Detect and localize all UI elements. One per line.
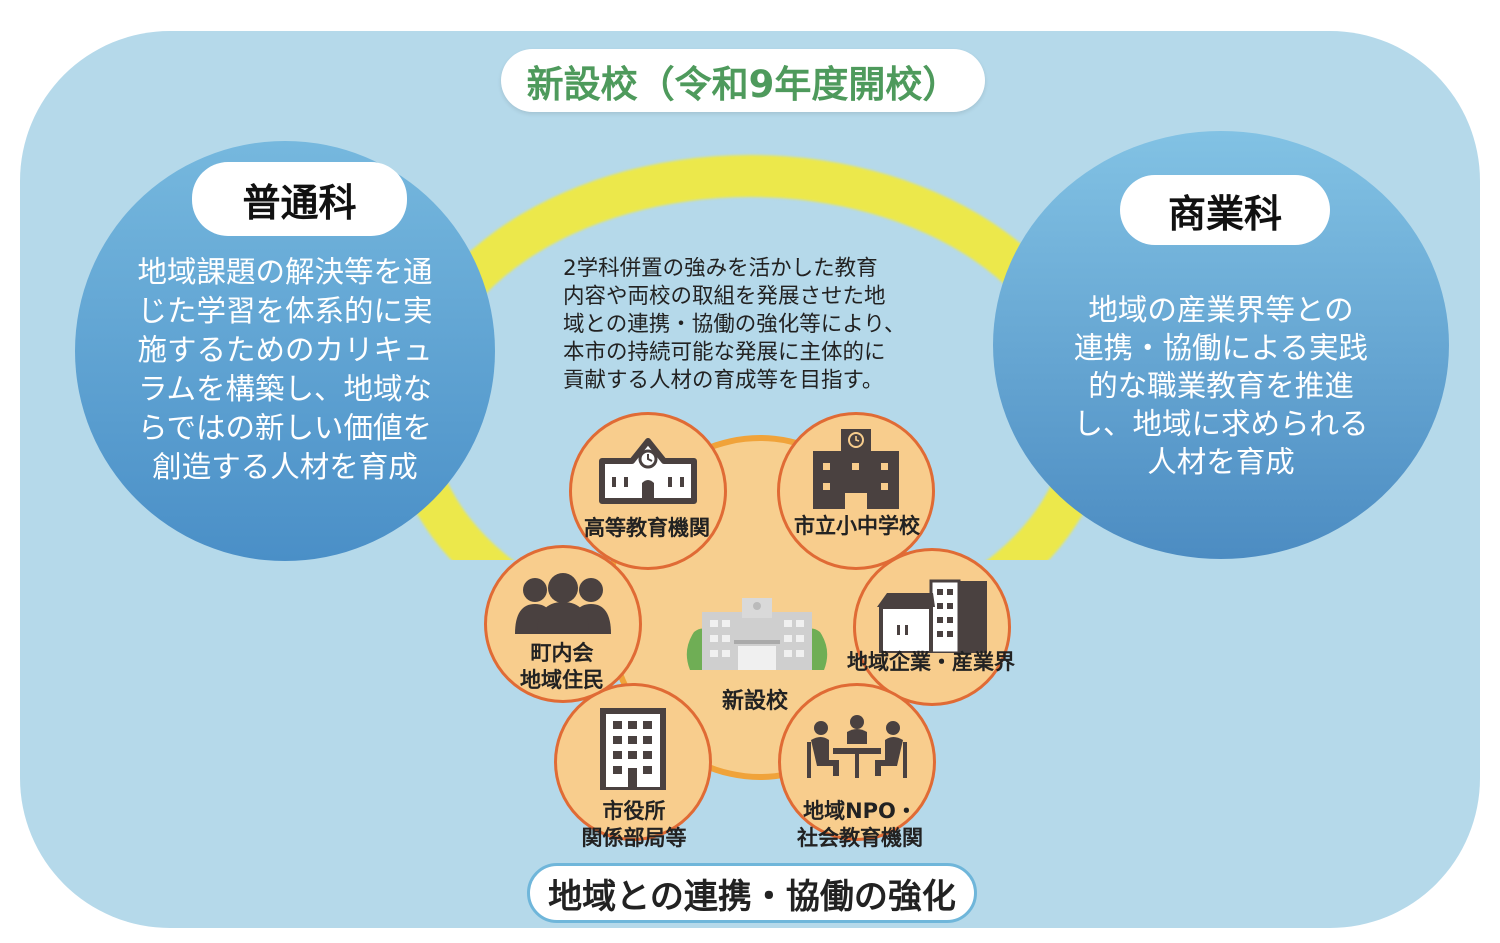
school-building-icon bbox=[686, 598, 828, 670]
office-building-icon bbox=[600, 708, 666, 790]
shop-and-office-icon bbox=[877, 579, 987, 653]
partner-city-schools: 市立小中学校 bbox=[777, 412, 935, 570]
desc-line: 地域課題の解決等を通 bbox=[137, 255, 433, 289]
people-group-icon bbox=[515, 573, 611, 634]
statement-line: 本市の持続可能な発展に主体的に bbox=[563, 340, 886, 365]
partner-label-line: 地域NPO・ bbox=[803, 799, 917, 823]
general-course-circle: 普通科 地域課題の解決等を通 じた学習を体系的に実 施するためのカリキュ ラムを… bbox=[75, 141, 495, 561]
partner-higher-education: 高等教育機関 bbox=[569, 412, 727, 570]
partner-local-industry: 地域企業・産業界 bbox=[847, 548, 1015, 706]
statement-line: 2学科併置の強みを活かした教育 bbox=[563, 256, 878, 281]
desc-line: じた学習を体系的に実 bbox=[137, 294, 433, 328]
partner-label-line: 地域住民 bbox=[520, 668, 604, 692]
desc-line: し、地域に求められる bbox=[1073, 407, 1369, 441]
partner-label: 高等教育機関 bbox=[584, 516, 710, 540]
commerce-course-circle: 商業科 地域の産業界等との 連携・協働による実践 的な職業教育を推進 し、地域に… bbox=[993, 131, 1449, 559]
partner-label: 地域NPO・ 社会教育機関 bbox=[771, 798, 949, 852]
statement-line: 域との連携・協働の強化等により、 bbox=[563, 312, 906, 337]
page-title: 新設校（令和9年度開校） bbox=[501, 49, 985, 112]
footer-banner: 地域との連携・協働の強化 bbox=[527, 863, 977, 923]
partner-label: 市役所 関係部局等 bbox=[553, 798, 715, 852]
meeting-table-icon bbox=[807, 715, 907, 778]
partner-label: 地域企業・産業界 bbox=[847, 650, 1015, 674]
desc-line: 的な職業教育を推進 bbox=[1088, 369, 1354, 403]
desc-line: 地域の産業界等との bbox=[1088, 293, 1354, 327]
commerce-course-description: 地域の産業界等との 連携・協働による実践 的な職業教育を推進 し、地域に求められ… bbox=[993, 291, 1449, 481]
partner-label-line: 町内会 bbox=[530, 641, 594, 665]
partner-city-hall: 市役所 関係部局等 bbox=[554, 683, 712, 850]
desc-line: 施するためのカリキュ bbox=[137, 333, 433, 367]
general-course-title: 普通科 bbox=[192, 162, 407, 236]
partner-label-line: 関係部局等 bbox=[581, 826, 687, 850]
partner-label-line: 社会教育機関 bbox=[797, 826, 923, 850]
statement-line: 内容や両校の取組を発展させた地 bbox=[563, 284, 886, 309]
university-icon bbox=[599, 438, 697, 504]
partner-neighborhood-residents: 町内会 地域住民 bbox=[484, 545, 642, 703]
statement-line: 貢献する人材の育成等を目指す。 bbox=[563, 368, 884, 393]
desc-line: 創造する人材を育成 bbox=[152, 450, 418, 484]
general-course-description: 地域課題の解決等を通 じた学習を体系的に実 施するためのカリキュ ラムを構築し、… bbox=[75, 253, 495, 487]
partner-label: 町内会 地域住民 bbox=[487, 640, 637, 694]
center-statement: 2学科併置の強みを活かした教育 内容や両校の取組を発展させた地 域との連携・協働… bbox=[563, 255, 943, 395]
desc-line: ラムを構築し、地域な bbox=[137, 372, 433, 406]
partner-label-line: 市役所 bbox=[602, 799, 666, 823]
desc-line: らではの新しい価値を bbox=[137, 411, 433, 445]
commerce-course-title: 商業科 bbox=[1120, 175, 1330, 245]
desc-line: 連携・協働による実践 bbox=[1073, 331, 1369, 365]
desc-line: 人材を育成 bbox=[1147, 445, 1295, 479]
partner-label: 市立小中学校 bbox=[794, 514, 920, 538]
partner-npo-social-education: 地域NPO・ 社会教育機関 bbox=[778, 683, 936, 850]
school-clock-tower-icon bbox=[813, 429, 899, 509]
hub-label: 新設校 bbox=[721, 689, 788, 714]
